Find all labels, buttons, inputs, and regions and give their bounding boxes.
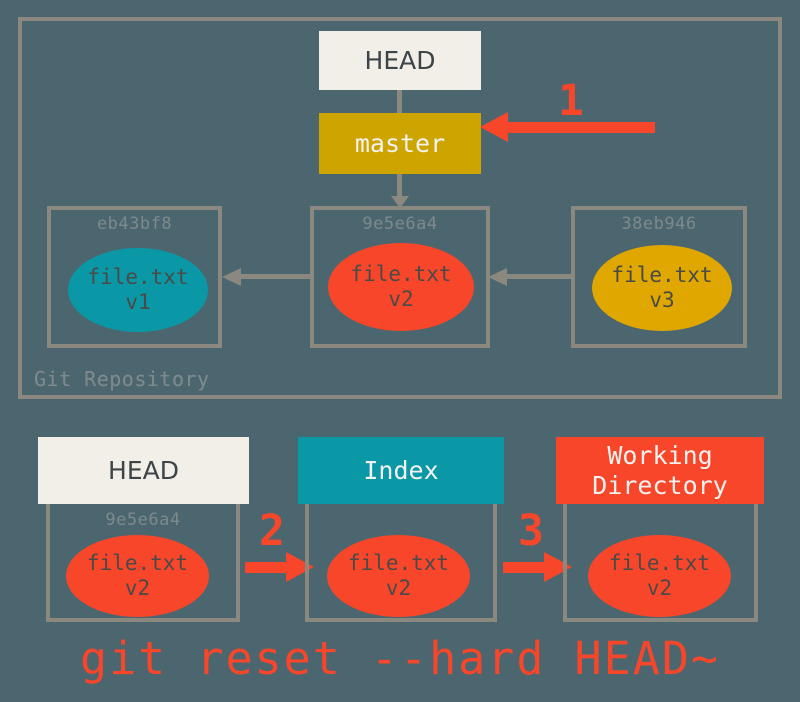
step-1-number: 1 [558,76,584,126]
blob-filename: file.txt [608,551,711,576]
master-to-commit-connector [397,174,402,198]
git-repository-frame [18,17,782,399]
blob-version: v2 [388,287,414,311]
commit-parent-link-1 [240,274,312,279]
commit-box-38eb946 [571,206,747,348]
blob-filename: file.txt [611,263,713,288]
step-2-arrow-shaft [245,562,289,573]
stage-blob-head: file.txt v2 [66,535,209,617]
head-pointer-box: HEAD [319,31,481,90]
step-3-number: 3 [518,506,544,556]
master-to-commit-arrow-icon [391,196,409,208]
commit-blob-v1: file.txt v1 [68,248,208,332]
blob-filename: file.txt [87,265,189,290]
blob-version: v3 [649,288,675,312]
blob-filename: file.txt [350,262,452,287]
stage-blob-working-directory: file.txt v2 [588,535,731,617]
stage-blob-index: file.txt v2 [327,535,470,617]
blob-version: v2 [646,576,673,600]
step-1-arrow-shaft [505,122,655,133]
commit-parent-arrow-icon-2 [488,268,507,286]
commit-blob-v2: file.txt v2 [328,243,474,331]
commit-blob-v3: file.txt v3 [592,245,732,331]
step-3-arrow-shaft [503,562,547,573]
commit-parent-arrow-icon-1 [222,268,241,286]
blob-version: v1 [125,290,151,314]
step-3-arrow-head-icon [544,552,572,582]
commit-sha-38eb946: 38eb946 [621,214,697,234]
commit-parent-link-2 [506,274,572,279]
commit-sha-eb43bf8: eb43bf8 [96,214,173,234]
head-to-master-connector [397,90,402,113]
step-2-arrow-head-icon [286,552,314,582]
commit-box-eb43bf8 [47,206,222,348]
blob-version: v2 [385,576,412,600]
command-caption: git reset --hard HEAD~ [79,632,721,685]
stage-header-index: Index [298,437,504,504]
stage-header-working-directory: Working Directory [556,437,764,504]
blob-version: v2 [124,576,151,600]
blob-filename: file.txt [347,551,450,576]
commit-sha-9e5e6a4: 9e5e6a4 [362,214,438,234]
step-1-arrow-head-icon [480,112,508,142]
step-2-number: 2 [259,506,285,556]
git-repository-label: Git Repository [34,367,210,391]
master-branch-box: master [319,113,481,174]
stage-head-sha: 9e5e6a4 [105,510,181,530]
blob-filename: file.txt [86,551,189,576]
stage-header-head: HEAD [38,437,249,504]
